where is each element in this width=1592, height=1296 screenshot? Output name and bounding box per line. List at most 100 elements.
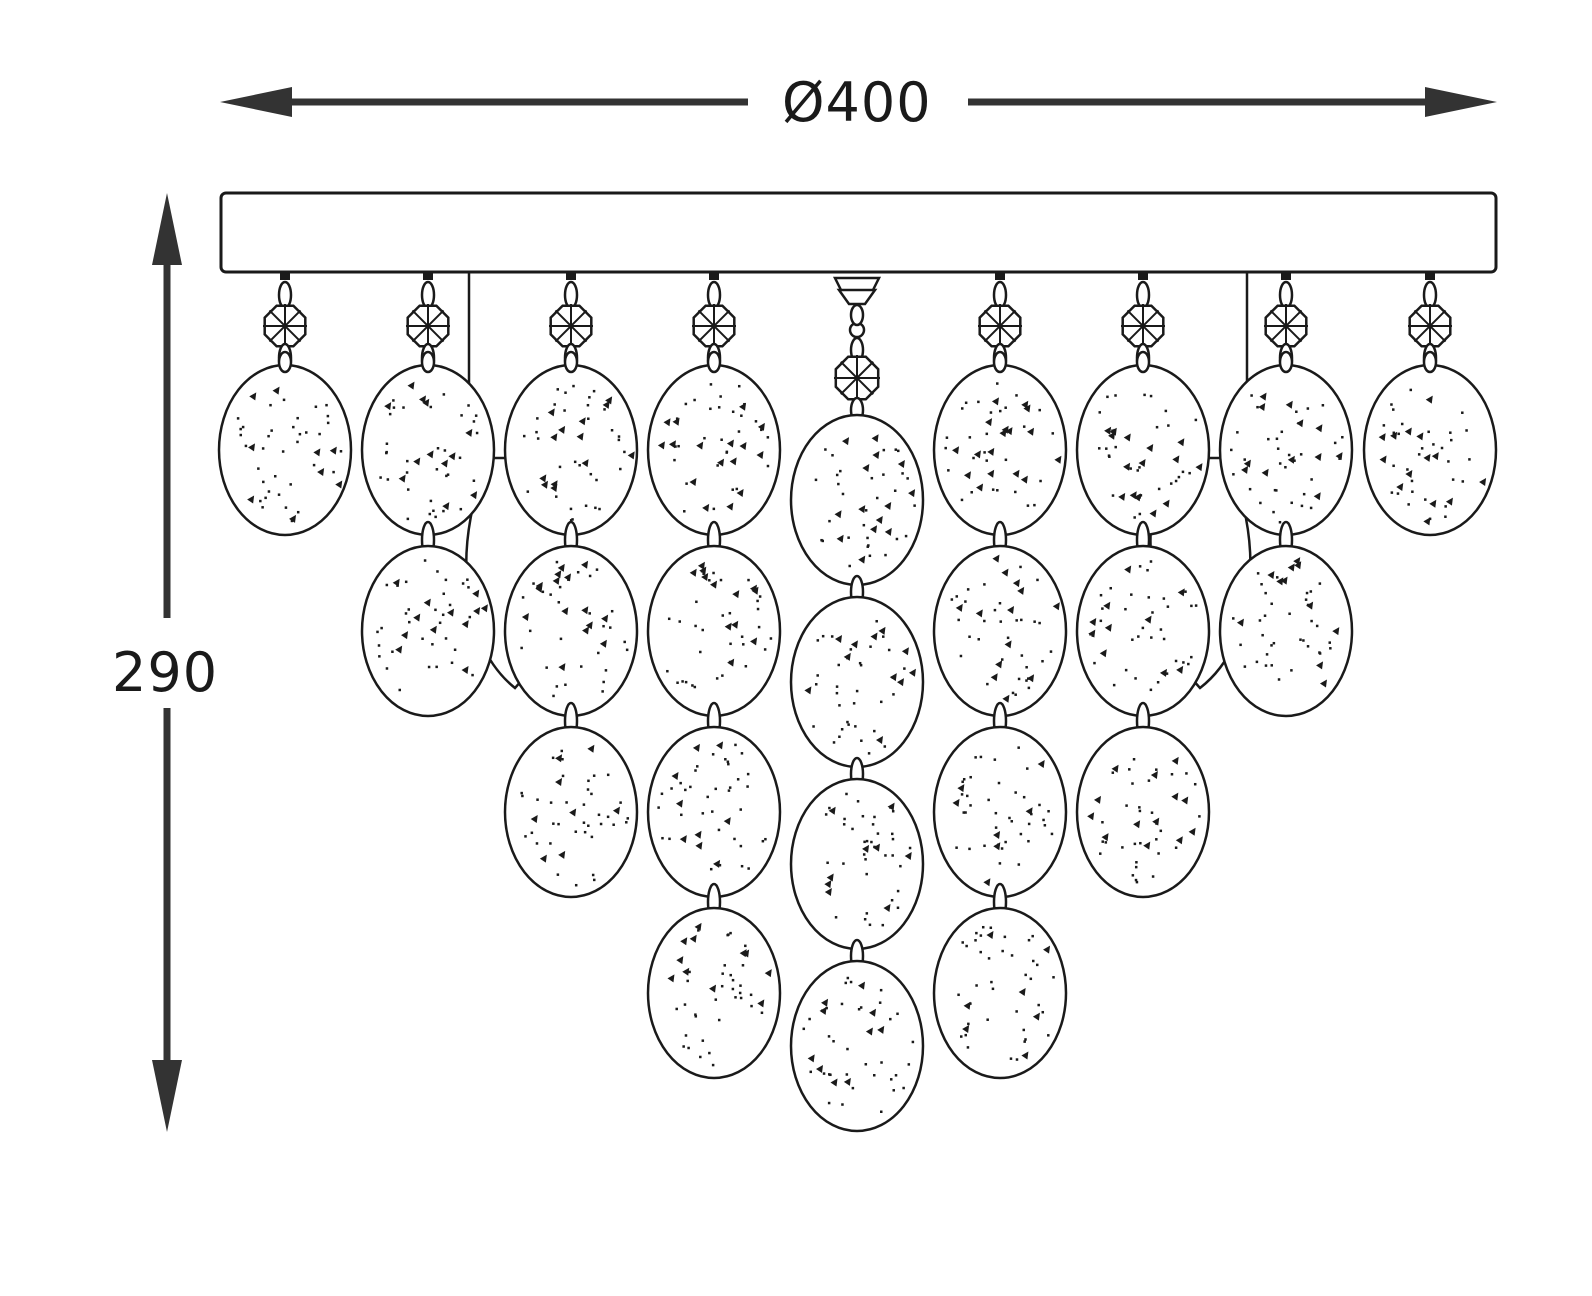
speckle-mark — [1038, 408, 1041, 412]
speckle-mark — [1144, 615, 1152, 624]
speckle-mark — [1306, 601, 1314, 610]
speckle-mark — [825, 1006, 828, 1010]
speckle-mark — [660, 792, 664, 796]
speckle-mark — [834, 635, 842, 644]
speckle-mark — [282, 398, 286, 402]
speckle-mark — [878, 626, 886, 635]
speckle-mark — [998, 409, 1002, 413]
chain-link — [420, 350, 436, 374]
speckle-mark — [1138, 466, 1141, 469]
speckle-mark — [824, 888, 832, 897]
speckle-mark — [385, 451, 388, 455]
speckle-mark — [736, 488, 744, 497]
speckle-mark — [272, 386, 280, 395]
speckle-mark — [734, 996, 737, 999]
speckle-mark — [692, 743, 700, 752]
speckle-mark — [830, 1078, 838, 1087]
speckle-mark — [992, 554, 1000, 563]
speckle-mark — [406, 459, 409, 463]
speckle-mark — [1284, 465, 1287, 469]
speckle-mark — [991, 488, 995, 491]
speckle-mark — [392, 399, 395, 402]
speckle-mark — [539, 474, 547, 483]
speckle-mark — [1157, 852, 1160, 855]
oval-crystal-pendant — [1218, 544, 1354, 718]
speckle-mark — [1445, 497, 1453, 506]
arrow-down-icon — [152, 1060, 182, 1132]
speckle-mark — [993, 830, 1001, 839]
speckle-mark — [868, 554, 872, 558]
speckle-mark — [737, 384, 741, 388]
speckle-mark — [1026, 767, 1029, 770]
speckle-mark — [681, 680, 684, 683]
speckle-mark — [904, 534, 908, 538]
speckle-mark — [904, 851, 912, 860]
speckle-mark — [610, 609, 614, 613]
hook — [423, 272, 433, 280]
speckle-mark — [849, 648, 853, 651]
speckle-mark — [261, 506, 264, 509]
speckle-mark — [1124, 607, 1127, 611]
speckle-mark — [901, 472, 904, 475]
speckle-mark — [821, 998, 829, 1007]
speckle-mark — [680, 813, 683, 817]
speckle-mark — [700, 569, 704, 573]
speckle-mark — [1017, 863, 1021, 866]
speckle-mark — [969, 775, 972, 779]
speckle-mark — [891, 676, 895, 679]
speckle-mark — [1097, 447, 1101, 450]
speckle-mark — [264, 496, 267, 500]
speckle-mark — [588, 396, 591, 399]
speckle-mark — [1032, 1012, 1040, 1021]
speckle-mark — [870, 840, 873, 844]
speckle-mark — [536, 798, 539, 801]
speckle-mark — [697, 929, 700, 932]
speckle-mark — [731, 620, 739, 629]
speckle-mark — [754, 420, 758, 423]
speckle-mark — [431, 643, 434, 646]
speckle-mark — [556, 873, 560, 876]
speckle-mark — [1156, 681, 1160, 684]
speckle-mark — [1010, 954, 1014, 957]
speckle-mark — [983, 451, 986, 454]
speckle-mark — [899, 864, 902, 868]
speckle-mark — [1309, 506, 1313, 510]
speckle-mark — [1149, 688, 1153, 692]
speckle-mark — [1147, 596, 1151, 599]
speckle-mark — [884, 527, 892, 536]
oval-crystal-pendant — [932, 544, 1068, 718]
speckle-mark — [961, 780, 964, 784]
speckle-mark — [1123, 433, 1131, 442]
speckle-mark — [1004, 458, 1008, 462]
speckle-mark — [1302, 492, 1306, 496]
speckle-mark — [581, 560, 589, 569]
speckle-mark — [895, 537, 899, 541]
speckle-mark — [985, 432, 989, 436]
oval-crystal-pendant — [789, 959, 925, 1133]
speckle-mark — [1087, 812, 1095, 821]
speckle-mark — [1444, 505, 1447, 508]
speckle-mark — [376, 630, 379, 634]
speckle-mark — [1155, 838, 1158, 841]
speckle-mark — [807, 1054, 815, 1063]
speckle-mark — [1188, 471, 1191, 475]
speckle-mark — [1099, 649, 1107, 658]
speckle-mark — [1198, 815, 1201, 818]
speckle-mark — [694, 624, 697, 628]
speckle-mark — [1054, 455, 1062, 464]
speckle-mark — [292, 425, 295, 429]
speckle-mark — [1014, 791, 1017, 794]
speckle-mark — [846, 1047, 849, 1051]
speckle-mark — [1041, 659, 1044, 663]
speckle-mark — [827, 1035, 831, 1038]
speckle-mark — [709, 407, 712, 411]
speckle-mark — [296, 440, 299, 444]
speckle-mark — [584, 504, 588, 508]
speckle-mark — [1243, 459, 1251, 468]
speckle-mark — [993, 608, 997, 612]
speckle-mark — [1022, 425, 1026, 428]
speckle-mark — [1416, 432, 1424, 441]
speckle-mark — [595, 568, 599, 571]
speckle-mark — [957, 784, 965, 793]
speckle-mark — [598, 507, 601, 511]
